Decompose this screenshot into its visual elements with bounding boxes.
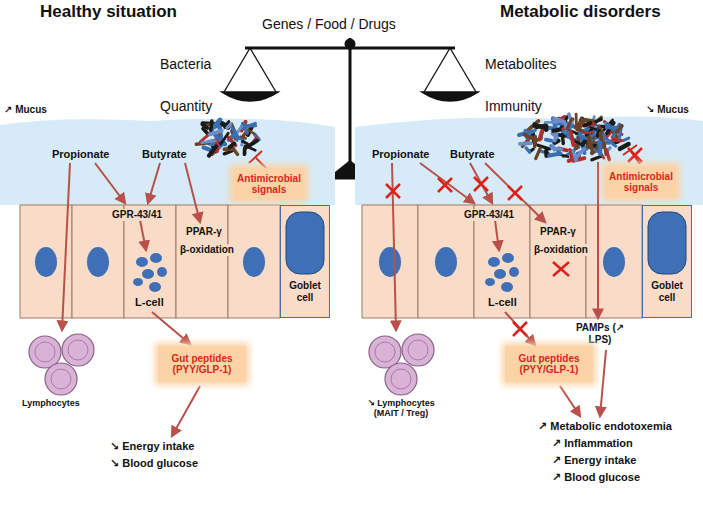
text-label: Bacteria bbox=[160, 56, 211, 72]
text-label: PPAR-γ bbox=[184, 226, 224, 238]
epithelium bbox=[20, 205, 642, 318]
text-label: ↘ Energy intake bbox=[110, 440, 194, 453]
text-label: ↗ Blood glucose bbox=[552, 471, 640, 484]
text-label: PAMPs (↗ LPS) bbox=[572, 322, 628, 345]
text-label: L-cell bbox=[133, 296, 166, 309]
block-cross bbox=[386, 148, 642, 336]
text-label: β-oxidation bbox=[178, 244, 236, 256]
text-label: β-oxidation bbox=[532, 244, 590, 256]
text-label: Metabolic disorders bbox=[500, 2, 661, 22]
text-label: Genes / Food / Drugs bbox=[262, 16, 396, 32]
bacteria-cluster bbox=[196, 114, 628, 161]
text-label: Quantity bbox=[160, 98, 212, 114]
mucus-layer bbox=[0, 119, 335, 205]
text-label: Propionate bbox=[370, 148, 431, 161]
lymphocyte-rings bbox=[35, 340, 428, 389]
text-label: Immunity bbox=[485, 98, 542, 114]
text-label: Lymphocytes bbox=[22, 398, 80, 408]
text-label: ↗ Metabolic endotoxemia bbox=[538, 420, 672, 433]
text-label: Propionate bbox=[50, 148, 111, 161]
text-label: Healthy situation bbox=[40, 2, 177, 22]
goblet-cell: Goblet cell bbox=[280, 205, 330, 318]
text-label: Metabolites bbox=[485, 56, 557, 72]
text-label: ↗ Energy intake bbox=[552, 454, 636, 467]
node-text: Antimicrobial signals bbox=[236, 173, 302, 196]
highlight-box: Gut peptides (PYY/GLP-1) bbox=[505, 346, 593, 382]
text-label: Butyrate bbox=[448, 148, 497, 161]
inhibition-line bbox=[249, 145, 640, 170]
goblet-cell: Goblet cell bbox=[642, 205, 692, 318]
text-label: PPAR-γ bbox=[538, 226, 578, 238]
highlight-box: Gut peptides (PYY/GLP-1) bbox=[158, 346, 246, 382]
highlight-box: Antimicrobial signals bbox=[605, 166, 677, 198]
text-label: ↗ Mucus bbox=[4, 104, 47, 116]
lymphocytes bbox=[29, 334, 434, 395]
pathway-arrows bbox=[62, 162, 606, 436]
text-label: GPR-43/41 bbox=[110, 209, 164, 221]
text-label: Butyrate bbox=[140, 148, 189, 161]
text-label: ↗ Inflammation bbox=[552, 437, 633, 450]
highlight-box: Antimicrobial signals bbox=[233, 168, 305, 200]
text-label: L-cell bbox=[486, 296, 519, 309]
text-label: ↘ Mucus bbox=[646, 104, 689, 116]
node-text: Gut peptides (PYY/GLP-1) bbox=[508, 353, 590, 376]
text-label: ↘ Blood glucose bbox=[110, 457, 198, 470]
mucus-layer bbox=[355, 116, 703, 205]
text-label: ↘ Lymphocytes (MAIT / Treg) bbox=[356, 398, 446, 419]
node-text: Goblet cell bbox=[643, 280, 691, 303]
node-text: Goblet cell bbox=[281, 280, 329, 303]
node-text: Antimicrobial signals bbox=[608, 171, 674, 194]
node-text: Gut peptides (PYY/GLP-1) bbox=[161, 353, 243, 376]
text-label: GPR-43/41 bbox=[462, 209, 516, 221]
